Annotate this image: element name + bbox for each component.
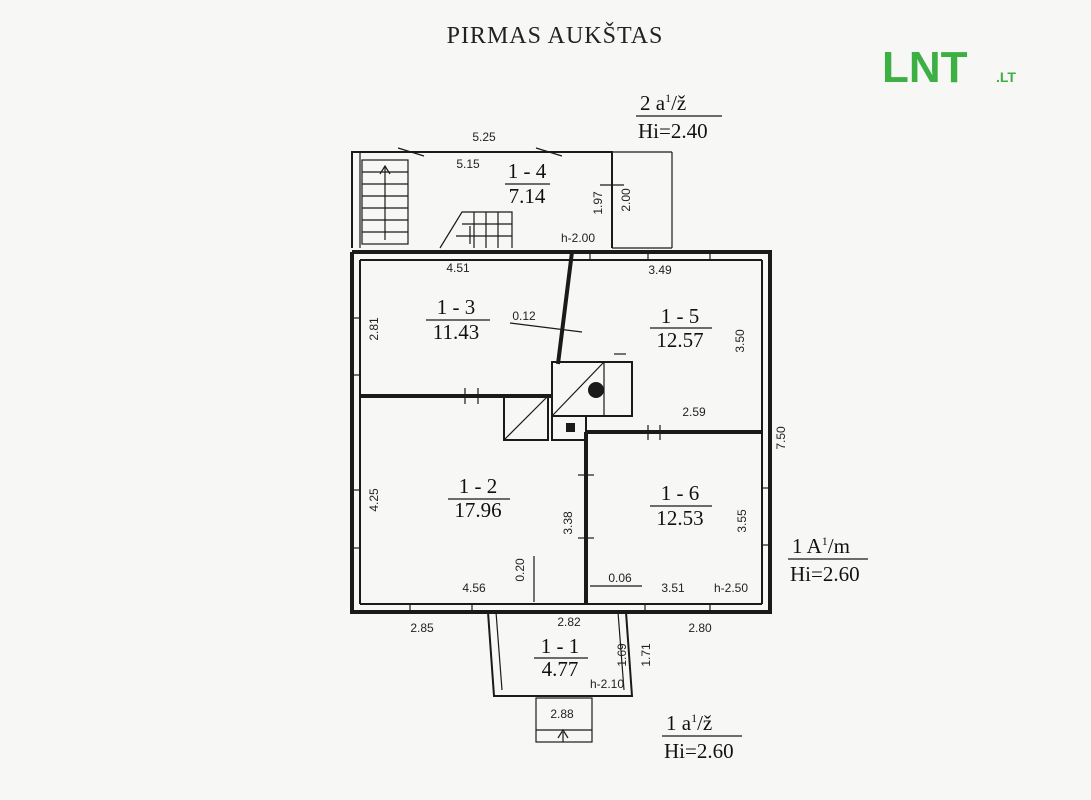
- svg-text:1 - 4: 1 - 4: [508, 159, 547, 183]
- room-1-6: 1 - 6 12.53: [650, 481, 712, 530]
- svg-text:h-2.00: h-2.00: [561, 231, 595, 245]
- svg-text:7.50: 7.50: [774, 426, 788, 450]
- svg-text:3.55: 3.55: [735, 509, 749, 533]
- svg-text:12.53: 12.53: [656, 506, 703, 530]
- annotation-right: 1 A1/m Hi=2.60: [788, 534, 868, 586]
- lnt-logo: LNT .LT: [882, 43, 1016, 92]
- svg-text:3.49: 3.49: [648, 263, 672, 277]
- porch-walls: [476, 603, 634, 743]
- svg-text:1 - 3: 1 - 3: [437, 295, 476, 319]
- stairs-icon: [361, 159, 513, 249]
- svg-text:Hi=2.40: Hi=2.40: [638, 119, 708, 143]
- room-1-1: 1 - 1 4.77: [534, 634, 588, 681]
- svg-text:1.97: 1.97: [591, 191, 605, 215]
- svg-text:1 A1/m: 1 A1/m: [792, 534, 850, 558]
- dimension-labels: 5.25 5.15 1.97 2.00 h-2.00 4.51 3.49 0.1…: [367, 130, 788, 721]
- annex-walls: [351, 147, 673, 249]
- room-1-5: 1 - 5 12.57: [650, 304, 712, 352]
- svg-text:2 a1/ž: 2 a1/ž: [640, 91, 686, 115]
- logo-main: LNT: [882, 43, 968, 92]
- svg-text:12.57: 12.57: [656, 328, 703, 352]
- svg-text:1.69: 1.69: [615, 643, 629, 667]
- svg-text:2.81: 2.81: [367, 317, 381, 341]
- svg-text:0.12: 0.12: [512, 309, 536, 323]
- house-walls: [350, 250, 772, 614]
- svg-text:h-2.10: h-2.10: [590, 677, 624, 691]
- room-1-3: 1 - 3 11.43: [426, 295, 490, 344]
- svg-text:3.51: 3.51: [661, 581, 685, 595]
- svg-text:1.71: 1.71: [639, 643, 653, 667]
- svg-text:Hi=2.60: Hi=2.60: [790, 562, 860, 586]
- svg-text:Hi=2.60: Hi=2.60: [664, 739, 734, 763]
- svg-text:4.56: 4.56: [462, 581, 486, 595]
- svg-text:3.50: 3.50: [733, 329, 747, 353]
- svg-text:2.88: 2.88: [550, 707, 574, 721]
- svg-text:1 - 1: 1 - 1: [541, 634, 580, 658]
- svg-text:7.14: 7.14: [509, 184, 546, 208]
- logo-suffix: .LT: [996, 69, 1016, 85]
- svg-text:11.43: 11.43: [433, 320, 479, 344]
- svg-text:17.96: 17.96: [454, 498, 501, 522]
- svg-text:1 - 6: 1 - 6: [661, 481, 700, 505]
- svg-text:2.59: 2.59: [682, 405, 706, 419]
- page-title: PIRMAS AUKŠTAS: [447, 22, 664, 49]
- svg-text:5.15: 5.15: [456, 157, 480, 171]
- annotation-upper-right: 2 a1/ž Hi=2.40: [636, 91, 722, 143]
- svg-text:2.82: 2.82: [557, 615, 581, 629]
- svg-text:4.51: 4.51: [446, 261, 470, 275]
- annotation-bottom: 1 a1/ž Hi=2.60: [662, 711, 742, 763]
- svg-text:4.77: 4.77: [542, 657, 579, 681]
- svg-text:1 - 5: 1 - 5: [661, 304, 700, 328]
- svg-text:5.25: 5.25: [472, 130, 496, 144]
- svg-text:h-2.50: h-2.50: [714, 581, 748, 595]
- room-1-2: 1 - 2 17.96: [448, 474, 510, 522]
- svg-text:4.25: 4.25: [367, 488, 381, 512]
- room-1-4: 1 - 4 7.14: [505, 159, 550, 208]
- svg-text:2.00: 2.00: [619, 188, 633, 212]
- svg-text:0.06: 0.06: [608, 571, 632, 585]
- svg-text:0.20: 0.20: [513, 558, 527, 582]
- svg-text:2.85: 2.85: [410, 621, 434, 635]
- svg-text:1 - 2: 1 - 2: [459, 474, 498, 498]
- svg-text:2.80: 2.80: [688, 621, 712, 635]
- svg-text:1 a1/ž: 1 a1/ž: [666, 711, 712, 735]
- svg-text:3.38: 3.38: [561, 511, 575, 535]
